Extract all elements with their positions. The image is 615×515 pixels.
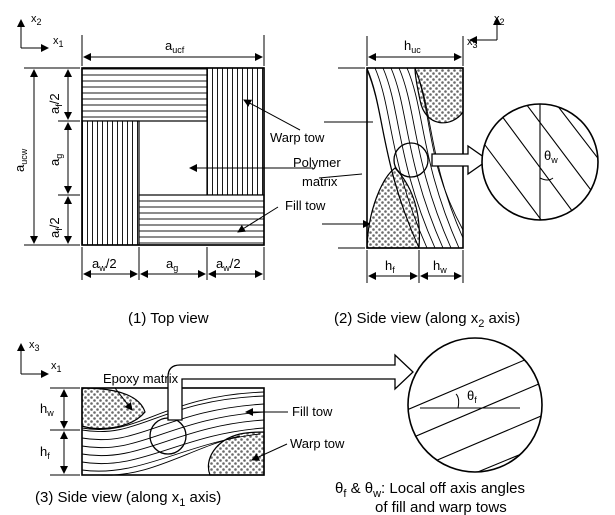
dim-h-uc: huc (404, 38, 421, 55)
zoom-marker-side-x2 (393, 142, 429, 178)
center-callouts: Warp tow Polymer matrix Fill tow (270, 121, 373, 228)
dim-hw-side-x1: hw (40, 401, 54, 418)
dim-af-half-top: af/2 (47, 93, 64, 114)
label-warp-tow-bottom: Warp tow (290, 436, 345, 451)
dim-hf-side-x1: hf (40, 444, 50, 461)
dim-aw-half-right: aw/2 (216, 256, 241, 273)
label-fill-tow: Fill tow (285, 198, 326, 213)
dim-hf-side-x2: hf (385, 258, 395, 275)
axis-x1-label: x1 (53, 35, 64, 49)
note-line-2: of fill and warp tows (375, 499, 507, 515)
side-view-x2: x2 x3 (334, 13, 599, 330)
top-view-axes: x2 x1 (17, 13, 64, 52)
dim-a-ucw: aucw (12, 148, 29, 172)
caption-side-x1: (3) Side view (along x1 axis) (35, 489, 221, 509)
zoom-arrow-hollow (167, 353, 414, 421)
angle-note: θf & θw: Local off axis angles of fill a… (335, 480, 525, 515)
theta-f-label: θf (467, 388, 477, 405)
note-line-1: θf & θw: Local off axis angles (335, 480, 525, 500)
dim-af-half-bottom: af/2 (47, 217, 64, 238)
caption-side-x2: (2) Side view (along x2 axis) (334, 310, 520, 330)
fill-tow-section-top (414, 67, 464, 124)
top-view: x2 x1 aucf aucw af/2 ag af/2 (12, 13, 313, 327)
axis-x2-label: x2 (31, 13, 42, 27)
fill-tow-fibers-side (81, 391, 265, 476)
label-polymer: Polymer (293, 155, 341, 170)
dim-ag-left: ag (47, 154, 64, 166)
dim-hw-side-x2: hw (433, 258, 447, 275)
label-matrix: matrix (302, 174, 338, 189)
dim-a-ucf: aucf (165, 38, 185, 55)
zoom-arrow-right (431, 144, 490, 176)
left-warp-tow (81, 120, 140, 246)
dim-aw-half-left: aw/2 (92, 256, 117, 273)
label-fill-tow-bottom: Fill tow (292, 404, 333, 419)
side-view-x1: x3 x1 Epoxy matrix Fill tow Warp tow (17, 337, 543, 509)
axis-x1-label-bottom: x1 (51, 360, 62, 374)
warp-section-left (81, 387, 146, 430)
label-epoxy-matrix: Epoxy matrix (103, 371, 179, 386)
axis-x2-label-side: x2 (494, 13, 505, 27)
axis-x3-label-side: x3 (467, 36, 478, 50)
dim-ag-bottom: ag (166, 256, 178, 273)
theta-w-label: θw (544, 148, 558, 165)
right-warp-tow (206, 67, 265, 196)
warp-section-right (207, 431, 265, 476)
label-warp-tow: Warp tow (270, 130, 325, 145)
top-left-fill-tow (81, 67, 208, 122)
axis-x3-label-bottom: x3 (29, 339, 40, 353)
warp-tow-fibers-side (366, 67, 464, 249)
unit-cell-outline (81, 67, 265, 246)
caption-top-view: (1) Top view (128, 310, 209, 327)
bottom-right-fill-tow (138, 194, 265, 246)
